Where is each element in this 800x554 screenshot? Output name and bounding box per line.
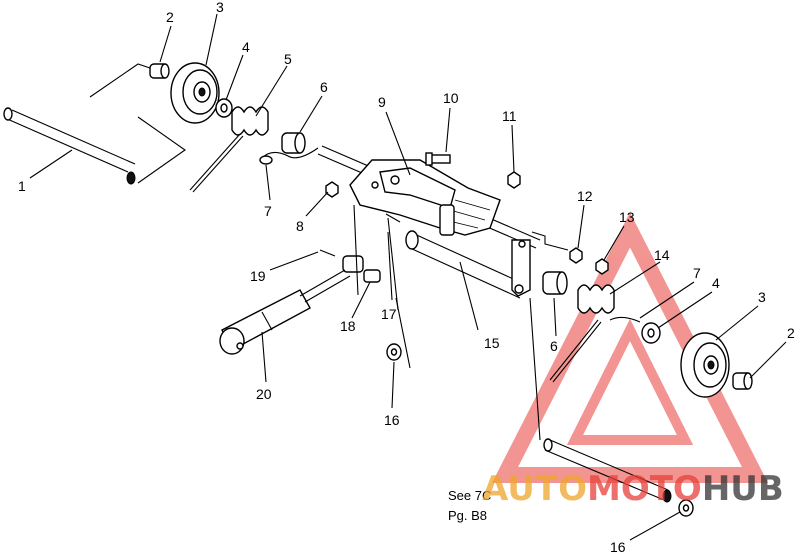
part-10-bolt	[425, 152, 451, 166]
callout-7-top: 7	[264, 203, 272, 219]
part-18-pin	[363, 269, 381, 283]
callout-13: 13	[619, 209, 635, 225]
part-17-pin	[385, 213, 401, 311]
part-16-washer-lower-left	[386, 343, 402, 361]
callout-1: 1	[18, 178, 26, 194]
callout-4-right: 4	[712, 275, 720, 291]
callout-3-right: 3	[758, 289, 766, 305]
part-5-torsion-spring	[189, 106, 269, 193]
callout-2-top: 2	[166, 9, 174, 25]
part-6-bushing-top	[281, 132, 306, 154]
callout-12: 12	[577, 188, 593, 204]
part-2-bushing-right	[732, 372, 753, 390]
callout-3-top: 3	[216, 0, 224, 15]
part-1-shaft-lower	[543, 438, 672, 503]
callout-15: 15	[484, 335, 500, 351]
part-1-shaft	[3, 107, 136, 185]
part-20-shock-absorber	[219, 269, 351, 355]
part-19-pin	[319, 249, 364, 273]
callout-11: 11	[502, 108, 517, 124]
callout-14: 14	[654, 247, 670, 263]
callout-8: 8	[296, 218, 304, 234]
callout-numbers: 1 2 3 4 5 6 7 8 9 10 11 12 13 14 7 4 3 2…	[18, 0, 795, 554]
leader-bracket-left	[89, 63, 151, 98]
part-15-cross-shaft	[405, 230, 531, 299]
part-8-nut	[325, 181, 339, 198]
part-6-bushing-right	[542, 271, 568, 295]
reference-note-line1: See 7C	[448, 488, 491, 503]
callout-19: 19	[250, 268, 266, 284]
callout-20: 20	[256, 386, 272, 402]
part-13-nut	[595, 258, 609, 275]
callout-17: 17	[381, 306, 397, 322]
leader-bracket-right	[531, 231, 569, 251]
callout-4-top: 4	[242, 39, 250, 55]
callout-10: 10	[443, 90, 459, 106]
reference-note-line2: Pg. B8	[448, 508, 487, 523]
part-11-nut	[507, 171, 521, 189]
watermark-text: AUTOMOTOHUB	[482, 469, 784, 509]
callout-5: 5	[284, 51, 292, 67]
callout-6-right: 6	[550, 338, 558, 354]
callout-6-top: 6	[320, 79, 328, 95]
part-3-pulley-top	[170, 62, 220, 124]
callout-16-right: 16	[610, 539, 626, 554]
part-16-washer-lower-right	[678, 499, 694, 517]
callout-9: 9	[378, 94, 386, 110]
part-12-nut	[569, 247, 583, 264]
callout-2-right: 2	[787, 325, 795, 341]
part-9-bracket-assembly	[349, 159, 501, 236]
part-2-bushing-top	[149, 63, 170, 79]
part-7-clip-right	[609, 316, 641, 323]
callout-16-left: 16	[384, 412, 400, 428]
part-14-torsion-spring	[549, 284, 615, 383]
callout-18: 18	[340, 318, 356, 334]
leader-bracket-left-2	[137, 116, 186, 184]
part-4-washer-right	[641, 322, 661, 344]
part-4-washer-top	[215, 98, 233, 118]
guide-line-1	[353, 204, 359, 296]
guide-line-3	[529, 297, 541, 441]
leader-lines	[29, 13, 787, 541]
part-7-clip-top	[259, 147, 319, 165]
callout-7-right: 7	[693, 265, 701, 281]
guide-line-2	[395, 297, 411, 369]
part-3-pulley-right	[680, 332, 730, 398]
